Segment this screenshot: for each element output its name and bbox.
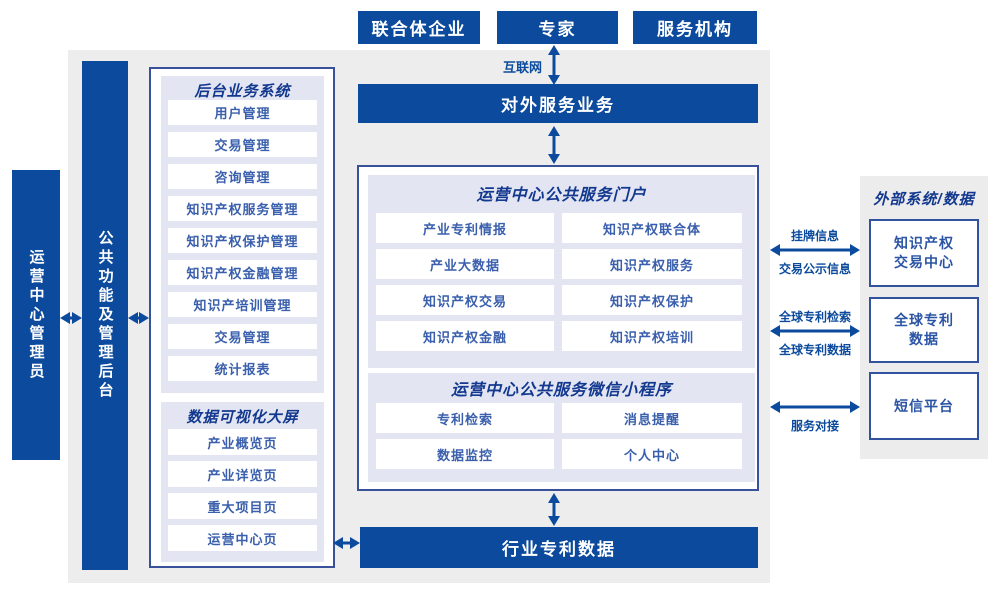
backend-panel-title: 后台业务系统 [194,82,291,100]
portal-item: 产业大数据 [376,249,554,279]
external-service-bar: 对外服务业务 [358,84,758,123]
portal-item: 知识产权服务 [562,249,742,279]
dashboard-panel-title: 数据可视化大屏 [186,408,299,426]
arrow-admin-backend [60,310,82,326]
external-box-line: 短信平台 [894,397,954,414]
backend-item: 咨询管理 [168,164,317,189]
link-label-listing-info: 挂牌信息 [790,229,839,243]
portal-item: 知识产权培训 [562,321,742,351]
admin-bar: 运营中心管理员 [12,170,60,460]
external-box-global-patent-data: 全球专利 数据 [869,297,979,363]
mini-item: 消息提醒 [562,403,742,433]
internet-label: 互联网 [502,60,542,75]
actor-box-experts: 专家 [497,11,618,44]
backend-item: 知识产权保护管理 [168,228,317,253]
external-box-line: 全球专利 [894,312,954,329]
backend-item: 交易管理 [168,132,317,157]
arrow-portal-industry [546,493,562,526]
arrow-internet [546,45,562,85]
portal-item: 知识产权交易 [376,285,554,315]
external-box-ip-trade-center: 知识产权 交易中心 [869,219,979,287]
dashboard-item: 运营中心页 [168,525,317,551]
external-box-line: 交易中心 [894,254,954,270]
backend-item: 统计报表 [168,356,317,381]
backend-item: 交易管理 [168,324,317,349]
external-box-line: 数据 [909,331,939,347]
arrow-ip-trade-center [770,242,860,258]
portal-item: 知识产权金融 [376,321,554,351]
external-panel-title: 外部系统/数据 [873,190,975,208]
link-label-trade-publicity: 交易公示信息 [778,262,851,276]
dashboard-item: 产业概览页 [168,429,317,455]
link-label-global-search: 全球专利检索 [778,310,851,324]
mini-program-title: 运营中心公共服务微信小程序 [450,382,672,399]
backend-item: 知识产权服务管理 [168,196,317,221]
portal-item: 知识产权保护 [562,285,742,315]
actor-box-service-orgs: 服务机构 [633,11,757,44]
external-box-line: 知识产权 [894,235,954,252]
portal-panel-title: 运营中心公共服务门户 [476,187,647,204]
arrow-dashboard-industry [333,535,360,551]
backend-item: 知识产权金融管理 [168,260,317,285]
external-box-sms-platform: 短信平台 [869,372,979,440]
arrow-sms-platform [770,399,860,415]
backend-item: 用户管理 [168,100,317,125]
arrow-service-to-portal [546,126,562,164]
link-label-service-connect: 服务对接 [790,419,839,433]
arrow-backend-panel [128,310,149,326]
arrow-global-patent [770,323,860,339]
mini-item: 个人中心 [562,439,742,469]
mini-item: 专利检索 [376,403,554,433]
dashboard-item: 产业详览页 [168,461,317,487]
mini-item: 数据监控 [376,439,554,469]
portal-item: 产业专利情报 [376,213,554,243]
portal-item: 知识产权联合体 [562,213,742,243]
dashboard-item: 重大项目页 [168,493,317,519]
link-label-global-data: 全球专利数据 [778,343,851,357]
industry-data-bar: 行业专利数据 [360,527,758,568]
backend-item: 知识产培训管理 [168,292,317,317]
backend-mgmt-bar: 公共功能及管理后台 [82,61,128,570]
actor-box-consortium: 联合体企业 [358,11,480,44]
